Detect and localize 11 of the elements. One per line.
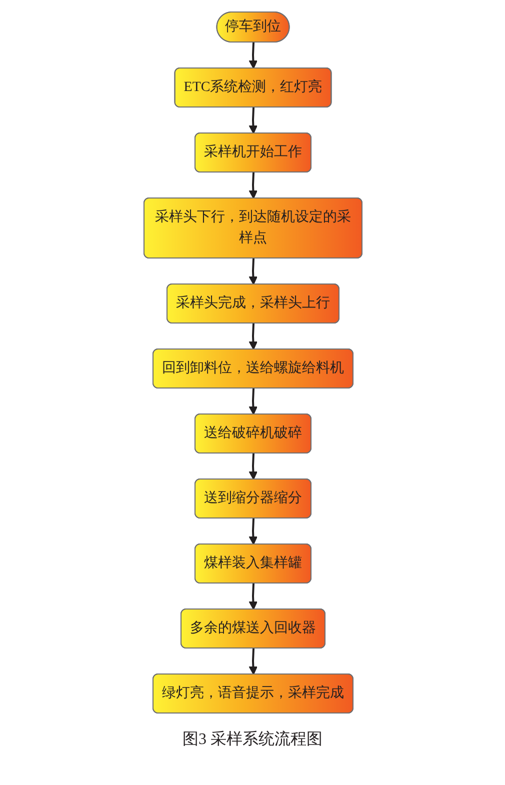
caption: 图3 采样系统流程图 — [182, 730, 322, 750]
arrow — [248, 323, 258, 350]
arrow — [248, 107, 258, 134]
arrow — [248, 518, 258, 545]
arrow — [248, 648, 258, 675]
arrow — [248, 388, 258, 415]
arrow — [248, 453, 258, 480]
arrow — [248, 258, 258, 285]
arrow — [248, 42, 258, 69]
arrow — [248, 583, 258, 610]
arrow — [248, 172, 258, 199]
